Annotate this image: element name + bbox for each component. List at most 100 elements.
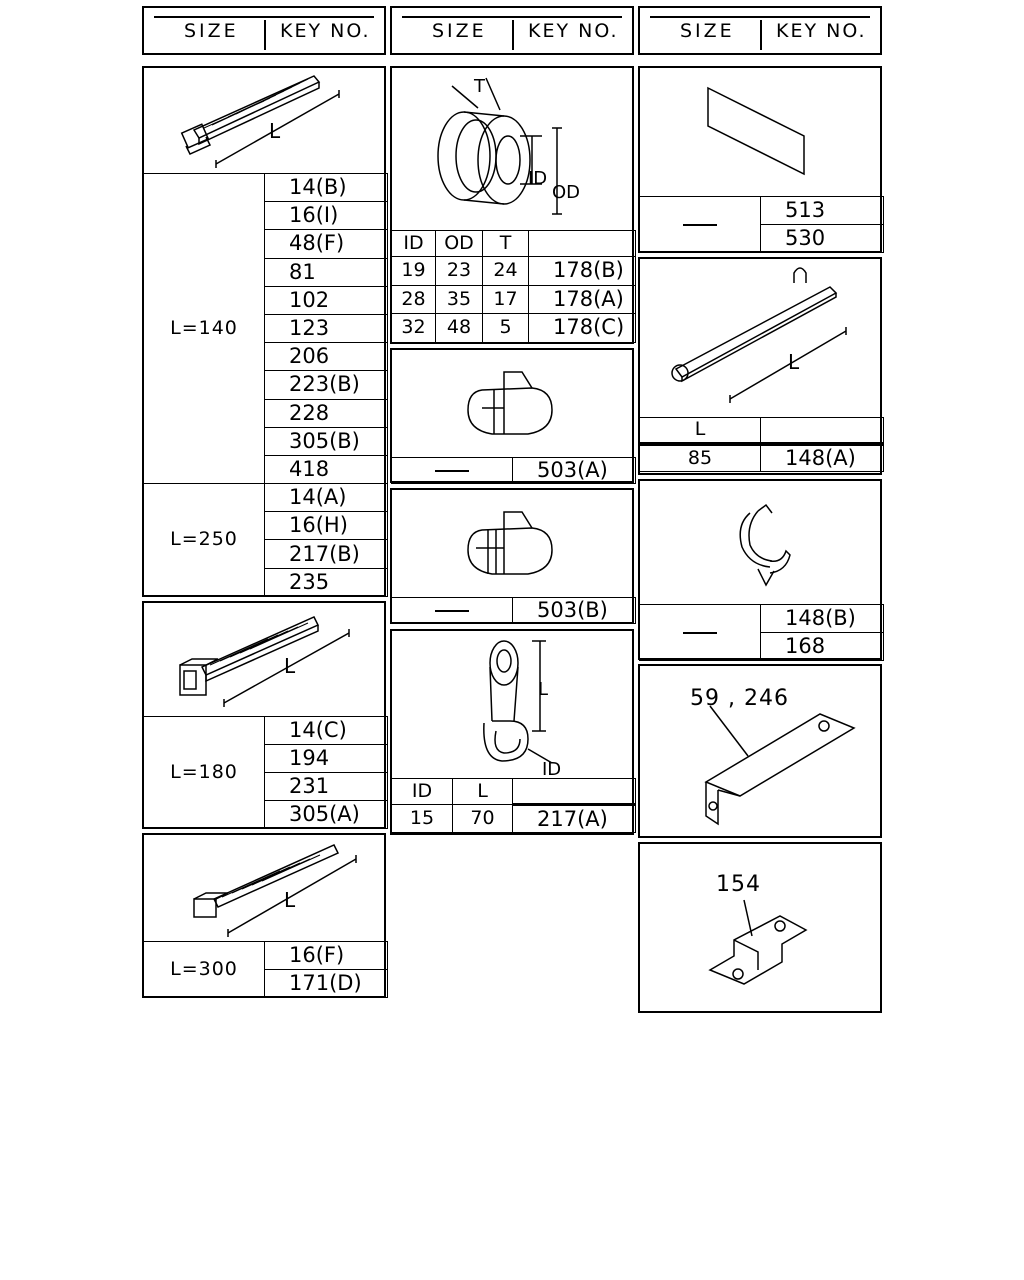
header-divider (264, 20, 266, 50)
key-no-cell: 418 (264, 454, 388, 485)
clamp-drawing: L ID (483, 640, 561, 779)
key-no-cell: 148(B) (760, 604, 884, 633)
key-no-cell: 171(D) (264, 969, 388, 998)
size-cell (639, 196, 761, 253)
table-row: 206 (144, 342, 388, 372)
header-col3: SIZE KEY NO. (638, 6, 882, 55)
dimension-cell: 85 (639, 443, 761, 472)
key-no-cell: 228 (264, 398, 388, 428)
strap-drawing: L (671, 267, 847, 403)
table-row: 171(D) (144, 969, 388, 998)
key-no-cell: 178(A) (528, 284, 636, 314)
header-rule (402, 16, 622, 18)
dim-label: L (269, 119, 281, 143)
key-no-cell: 231 (264, 772, 388, 801)
key-no-cell: 16(F) (264, 941, 388, 970)
key-no-cell: 305(B) (264, 426, 388, 456)
table-row: 16(H) (144, 511, 388, 541)
size-cell (639, 604, 761, 661)
key-no-cell: 48(F) (264, 229, 388, 259)
clip-panel: 148(B)168 (638, 479, 884, 661)
dim-id-label: ID (542, 759, 561, 779)
key-no-cell: 194 (264, 744, 388, 773)
key-no-cell: 178(B) (528, 256, 636, 286)
dimension-cell: 5 (482, 313, 529, 343)
table-header-row: L (639, 417, 884, 446)
key-no-cell: 14(B) (264, 172, 388, 203)
dimension-cell: 70 (452, 804, 513, 833)
column-header: OD (435, 230, 483, 257)
dimension-cell: 19 (391, 256, 436, 286)
dimension-cell: 17 (482, 284, 529, 314)
bracket-drawing (708, 899, 808, 985)
table-row: 168 (640, 632, 884, 661)
block-a-panel: 503(A) (390, 348, 636, 484)
bracket-panel-a: 59 , 246 (638, 664, 882, 838)
cable-tie-drawing: L (180, 75, 340, 168)
header-rule (154, 16, 374, 18)
key-no-cell: 217(A) (512, 804, 636, 833)
callout-label: 59 , 246 (690, 686, 789, 711)
header-size: SIZE (184, 20, 239, 42)
key-no-cell: 503(B) (512, 597, 636, 624)
column-header: L (452, 778, 513, 805)
dim-label: L (284, 654, 296, 678)
key-no-cell: 16(I) (264, 201, 388, 231)
size-cell: L=250 (143, 483, 265, 597)
block-a-table: 503(A) (391, 457, 636, 484)
key-no-cell: 530 (760, 224, 884, 253)
table-row: 513 (639, 196, 884, 253)
grommet-drawing: T ID OD (437, 76, 580, 215)
header-col2: SIZE KEY NO. (390, 6, 634, 55)
dim-id-label: ID (528, 168, 547, 189)
dimension-cell: 23 (435, 256, 483, 286)
dimension-cell: 32 (391, 313, 436, 343)
key-no-cell: 235 (264, 567, 388, 597)
header-key-no: KEY NO. (280, 20, 371, 42)
key-no-cell: 14(C) (264, 716, 388, 745)
bracket-drawing (704, 705, 856, 826)
size-cell: L=300 (143, 941, 265, 998)
dimension-cell: 24 (482, 256, 529, 286)
header-col1: SIZE KEY NO. (142, 6, 386, 55)
size-empty (391, 457, 513, 484)
column-header: ID (391, 230, 436, 257)
cable-tie-drawing: L (193, 844, 357, 937)
header-size: SIZE (432, 20, 487, 42)
key-no-cell: 148(A) (760, 443, 884, 472)
key-no-cell: 123 (264, 313, 388, 344)
dim-od-label: OD (552, 182, 580, 203)
table-row: 305(B) (144, 426, 388, 456)
header-divider (512, 20, 514, 50)
key-no-cell: 513 (760, 196, 884, 225)
clip-table: 148(B)168 (639, 604, 884, 661)
key-no-cell: 14(A) (264, 483, 388, 513)
callout-label: 154 (716, 872, 761, 897)
table-row: 81 (144, 257, 388, 287)
pad-drawing (707, 86, 805, 176)
header-key-no: KEY NO. (776, 20, 867, 42)
key-no-cell: 217(B) (264, 539, 388, 569)
header-size: SIZE (680, 20, 735, 42)
table-row: 223(B) (144, 370, 388, 400)
key-no-cell: 16(H) (264, 511, 388, 541)
header-key-no: KEY NO. (528, 20, 619, 42)
dim-label: L (788, 350, 800, 374)
